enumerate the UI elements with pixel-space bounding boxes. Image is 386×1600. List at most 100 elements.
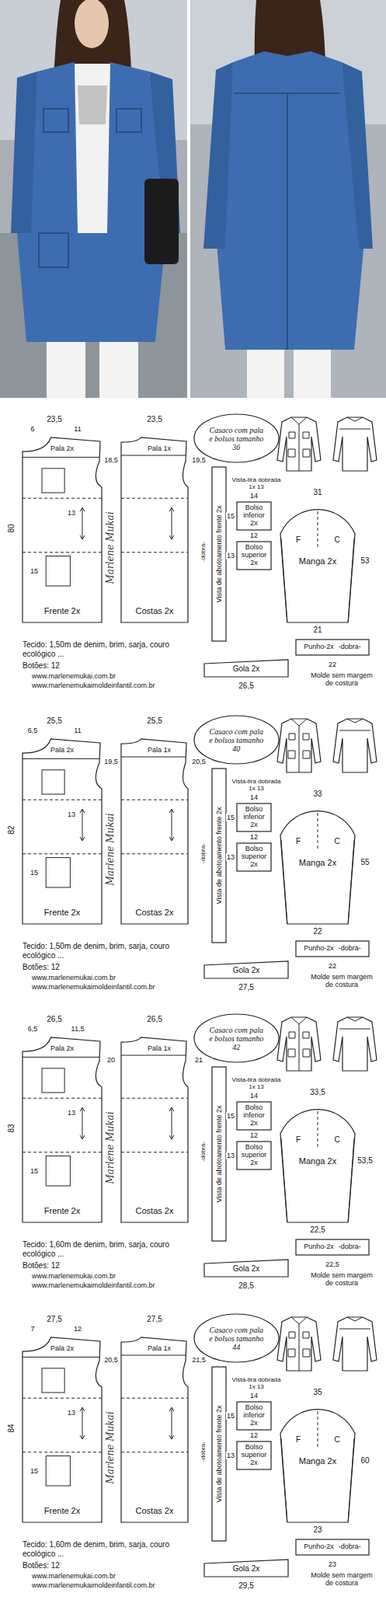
piece-text: Frente 2x <box>21 737 103 925</box>
dimension: 20,5 <box>191 757 207 766</box>
dimension: 14 <box>249 491 259 500</box>
piece-text: Costas 2x <box>120 1036 189 1223</box>
dimension: 33,5 <box>309 1087 326 1097</box>
dimension: 6 <box>29 424 35 433</box>
sleeve-piece: Manga 2x <box>279 498 356 623</box>
dimension: 18,5 <box>103 455 119 464</box>
piece-text: Bolso inferior 2x <box>236 802 272 832</box>
piece-text: Frente 2x <box>21 436 103 623</box>
fold-note: -dobra- <box>199 1439 207 1462</box>
dimension: 21,5 <box>191 1355 207 1364</box>
piece-name: Gola 2x <box>232 1263 260 1273</box>
dimension: 12 <box>249 1430 259 1439</box>
front-piece: Frente 2x <box>21 737 103 925</box>
piece-name: -dobra- <box>338 1242 362 1251</box>
piece-text: Gola 2x <box>203 1258 289 1277</box>
piece-name: Bolso inferior 2x <box>239 1103 269 1127</box>
dimension: 31 <box>312 487 323 498</box>
dimension: 15 <box>29 566 39 575</box>
collar-piece: Gola 2x <box>203 1258 289 1277</box>
piece-name: -dobra- <box>338 944 362 953</box>
piece-name: Gola 2x <box>232 1563 260 1572</box>
piece-name: Costas 2x <box>135 1205 174 1215</box>
piece-text: Bolso superior 2x <box>236 540 272 571</box>
piece-text: Punho-2x-dobra- <box>295 638 370 656</box>
signature: Marlene Mukai <box>105 510 117 585</box>
piece-name: Bolso superior 2x <box>239 1443 269 1467</box>
note: Molde sem margem de costura <box>308 671 376 688</box>
dimension: 55 <box>359 857 370 867</box>
sleeve-piece: Manga 2x <box>279 1397 356 1523</box>
piece-name: Casaco com pala e bolsos tamanho 36 <box>208 425 265 452</box>
dimension: 15 <box>29 868 39 877</box>
website: www.marlenemukaimoldeinfantil.com.br <box>31 982 157 991</box>
sleeve-piece: Manga 2x <box>279 1098 356 1223</box>
dimension: 15 <box>29 1466 39 1475</box>
piece-name: Costas 2x <box>135 605 174 616</box>
dimension: 23 <box>327 1559 338 1568</box>
piece-name: Bolso superior 2x <box>239 1143 269 1167</box>
dimension: 25,5 <box>146 716 163 726</box>
dimension: 12 <box>249 832 259 841</box>
front-piece-outline <box>21 1036 103 1223</box>
dimension: 21 <box>312 625 323 635</box>
piece-text: Gola 2x <box>203 959 289 979</box>
dimension: 20 <box>106 1055 116 1064</box>
dimension: 23 <box>312 1524 323 1534</box>
piece-text: Casaco com pala e bolsos tamanho 42 <box>193 1012 280 1063</box>
fold-note: -dobra- <box>199 1140 207 1162</box>
signature: Marlene Mukai <box>105 811 117 886</box>
piece-text: Manga 2x <box>279 498 356 623</box>
piece-name: Bolso superior 2x <box>239 845 269 869</box>
piece-text: Bolso inferior 2x <box>236 1400 272 1430</box>
dimension: 13 <box>66 508 77 517</box>
piece-label: Pala 1x <box>146 444 172 453</box>
piece-name: Bolso inferior 2x <box>239 1403 269 1427</box>
dimension: 11 <box>73 726 82 734</box>
piece-label: Pala 2x <box>49 1343 75 1352</box>
website: www.marlenemukai.com.br <box>31 973 117 981</box>
back-mark: C <box>333 535 341 545</box>
piece-name: Costas 2x <box>135 907 174 917</box>
dimension: 13 <box>226 852 236 861</box>
piece-text: Bolso superior 2x <box>236 1439 272 1470</box>
piece-name: Punho-2x <box>303 944 334 953</box>
dimension: 19,5 <box>191 455 207 464</box>
piece-name: Frente 2x <box>44 907 80 917</box>
piece-name: -dobra- <box>338 643 362 651</box>
front-mark: F <box>295 1434 302 1444</box>
back-mark: C <box>333 1134 341 1145</box>
collar-piece: Gola 2x <box>203 959 289 979</box>
back-piece: Costas 2x <box>120 1335 189 1523</box>
dimension: 25,5 <box>45 716 63 726</box>
piece-label: Pala 1x <box>146 1343 172 1352</box>
collar-piece: Gola 2x <box>203 1557 289 1577</box>
buttons-note: Botões: 12 <box>21 1560 61 1570</box>
back-piece: Costas 2x <box>120 737 189 925</box>
dimension: 13 <box>66 1108 77 1117</box>
piece-text: Costas 2x <box>120 737 189 925</box>
piece-text: Bolso inferior 2x <box>236 1100 272 1131</box>
front-mark: F <box>295 535 302 545</box>
piece-note: Vista-tira dobrada 1x 13 <box>229 1075 283 1090</box>
back-piece: Costas 2x <box>120 436 189 623</box>
piece-label: Pala 1x <box>146 1043 172 1052</box>
website: www.marlenemukai.com.br <box>31 1571 117 1579</box>
dimension: 27,5 <box>237 982 254 992</box>
piece-name: Bolso inferior 2x <box>239 805 269 829</box>
pocket-piece: Bolso inferior 2x <box>236 1400 272 1430</box>
dimension: 83 <box>6 1122 17 1133</box>
dimension: 27,5 <box>45 1314 63 1324</box>
dimension: 22,5 <box>309 1224 326 1235</box>
piece-name: Bolso inferior 2x <box>239 504 269 528</box>
back-piece-outline <box>120 1335 189 1523</box>
piece-text: Bolso inferior 2x <box>236 500 272 531</box>
dimension: 26,5 <box>146 1014 163 1024</box>
piece-name: Casaco com pala e bolsos tamanho 44 <box>208 1324 265 1351</box>
cuff-piece: Punho-2x-dobra- <box>295 1537 370 1555</box>
note: Molde sem margem de costura <box>308 972 376 989</box>
fabric-note: Tecido: 1,60m de denim, brim, sarja, cou… <box>21 1239 191 1258</box>
dimension: 22,5 <box>324 1259 341 1268</box>
dimension: 35 <box>312 1387 323 1397</box>
piece-name: Vista de abotoamento frente 2x <box>215 1105 223 1203</box>
